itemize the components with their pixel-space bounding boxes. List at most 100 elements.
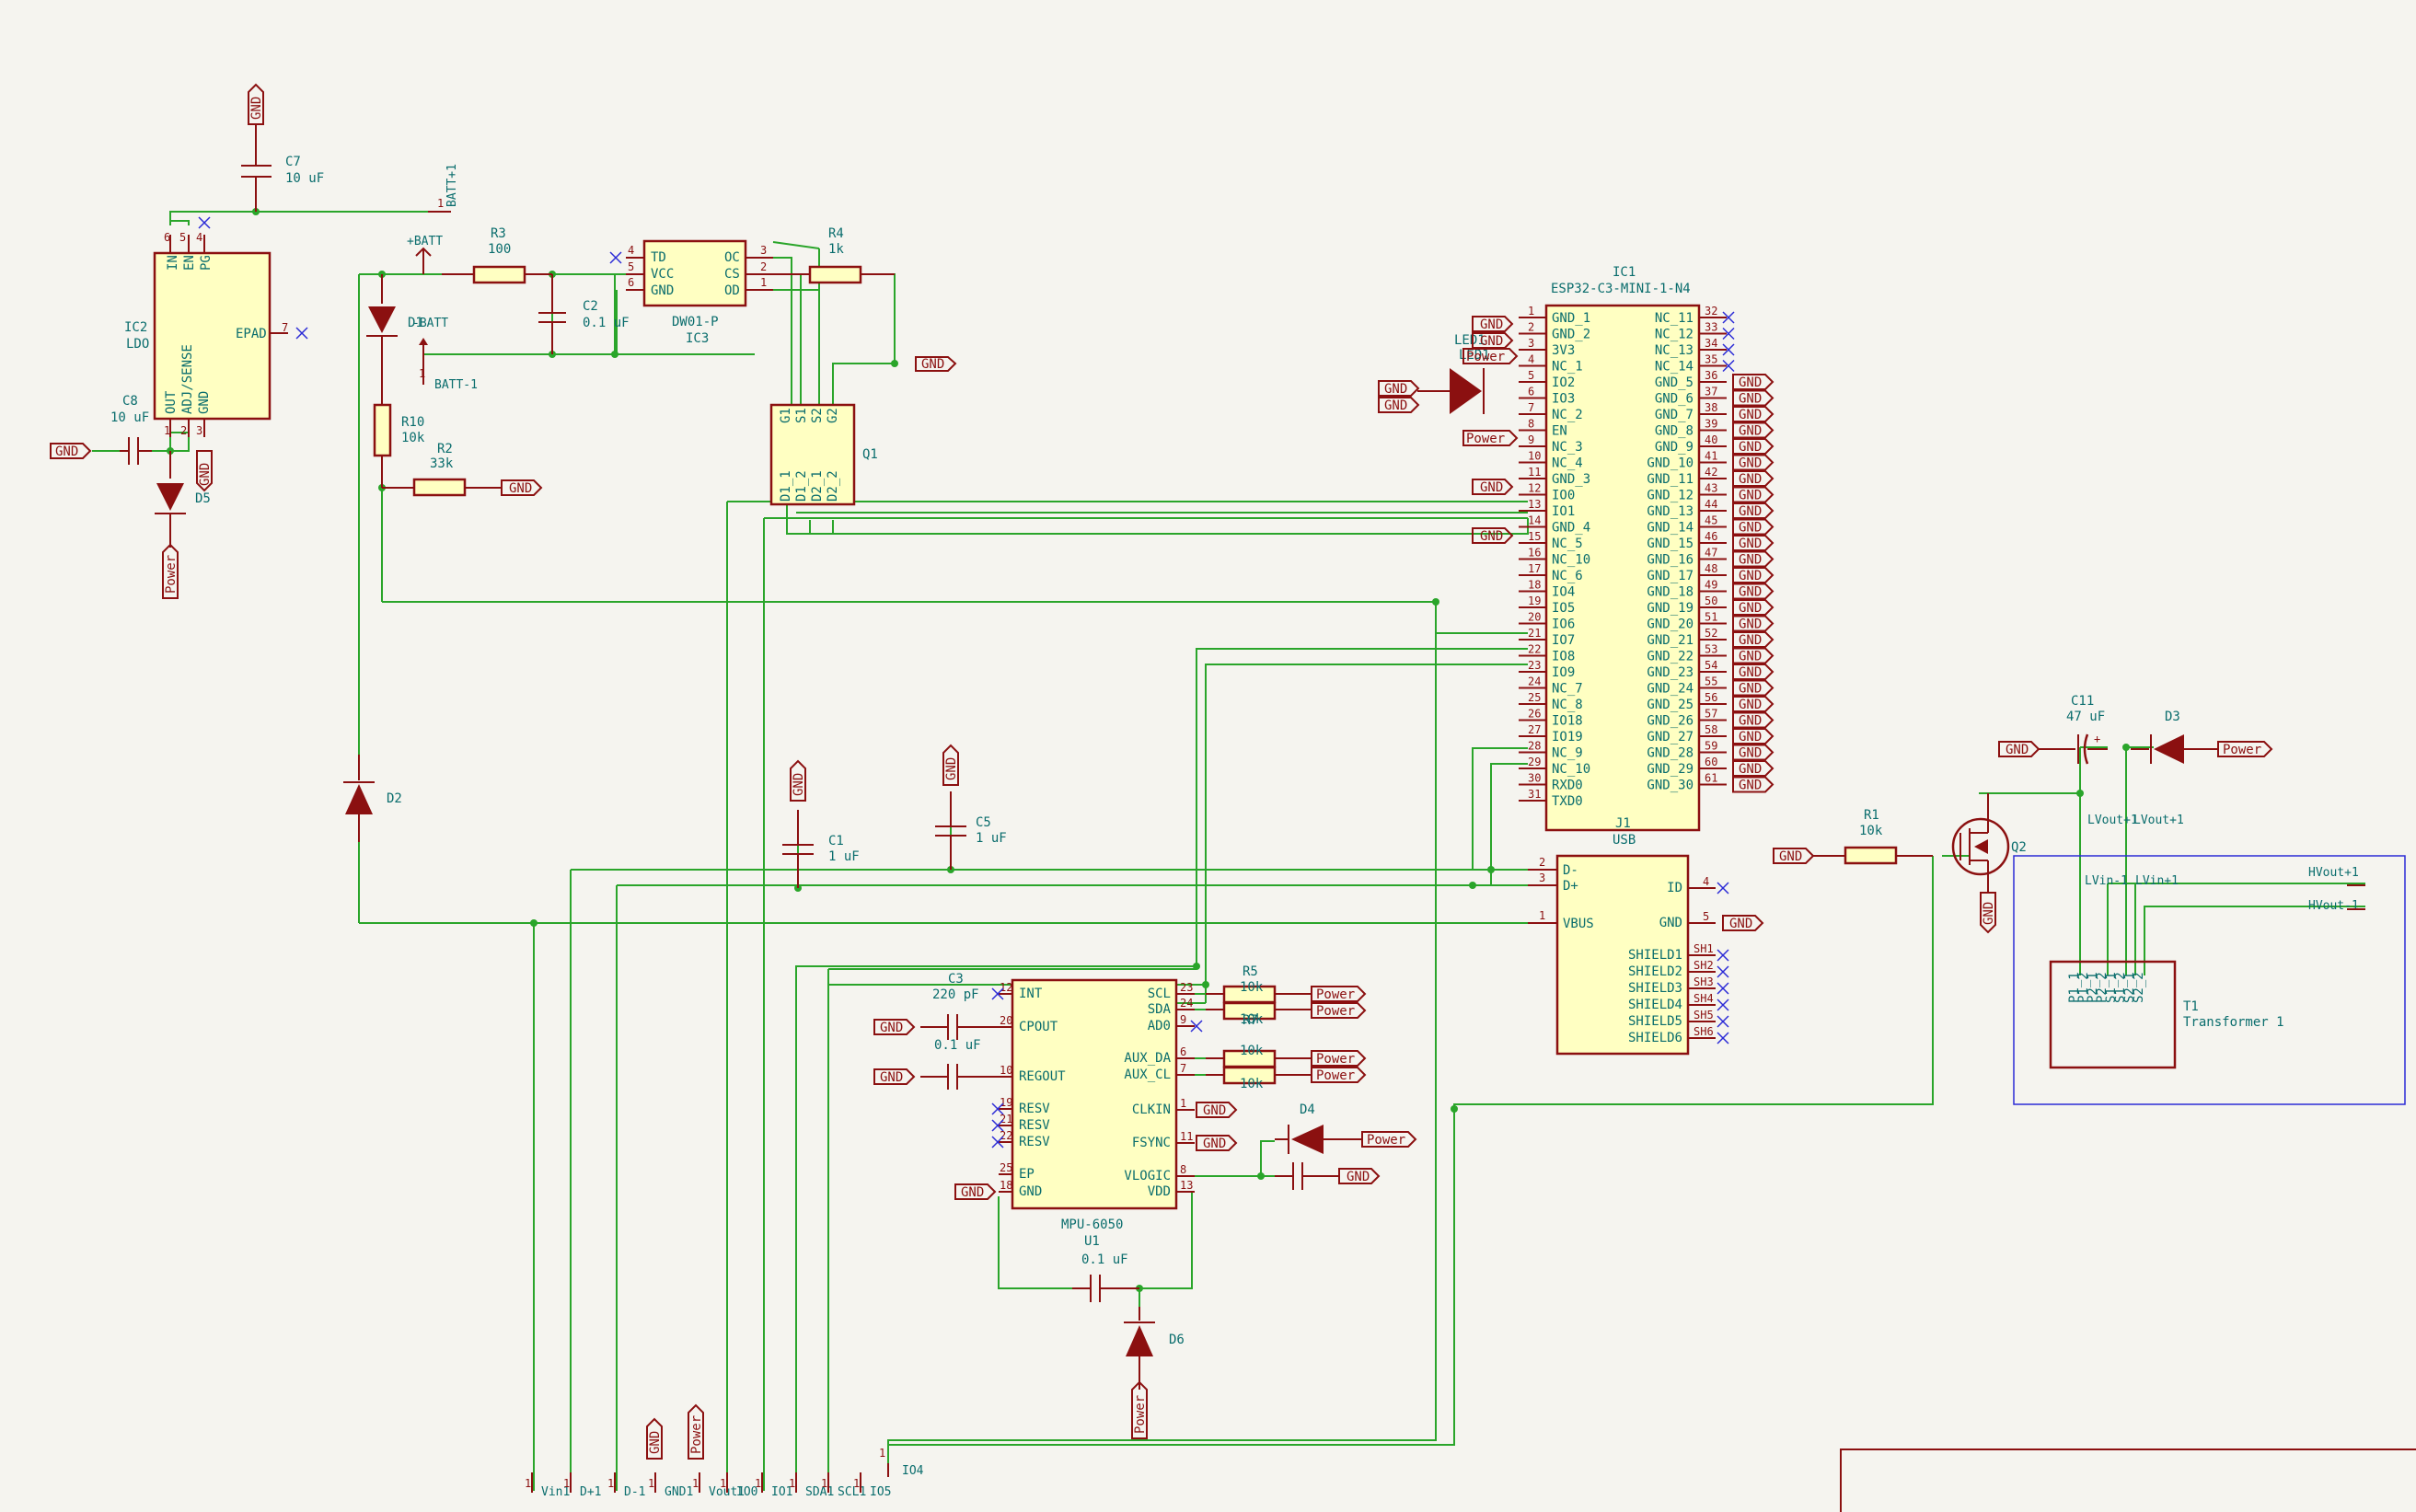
ic1-pin-number: 24 (1528, 675, 1541, 688)
resistor-r8[interactable]: 10k (1206, 1066, 1312, 1091)
mosfet-q1[interactable]: G1 S1 S2 G2 D1_1 D1_2 D2_1 D2_2 Q1 (769, 403, 878, 506)
ic3-dw01[interactable]: TD VCC GND OC CS OD 4 5 6 3 2 1 DW01-P I… (609, 239, 773, 346)
ic2-pn-5: 5 (179, 231, 186, 244)
capacitor-vlogic[interactable] (1275, 1162, 1339, 1190)
ic1-pin-label: RXD0 (1552, 779, 1583, 793)
no-connect-marker (1717, 882, 1729, 895)
ic1-pin-label: GND_11 (1647, 472, 1694, 487)
connector-label[interactable]: IO1 (771, 1485, 792, 1499)
svg-text:GND: GND (1203, 1137, 1226, 1151)
u1-pin-label: GND (1019, 1184, 1042, 1199)
led-1[interactable]: LED1 LED1 (1417, 333, 1490, 414)
ic1-pin-number: 55 (1705, 675, 1717, 688)
ic1-pin-label: GND_30 (1647, 779, 1694, 793)
ic1-pin-number: 47 (1705, 547, 1717, 560)
connector-label[interactable]: IO0 (736, 1485, 757, 1499)
gnd-tag-c8: GND (50, 443, 92, 459)
ic2-pin-epad: EPAD (236, 327, 267, 341)
ic1-pin-number: 14 (1528, 514, 1541, 527)
svg-text:GND: GND (1739, 440, 1762, 455)
ic1-pin-number: 45 (1705, 514, 1717, 527)
j1-pin-label: SHIELD5 (1628, 1014, 1682, 1029)
diode-d1[interactable]: D1 (366, 274, 423, 368)
q1-ref: Q1 (862, 447, 878, 462)
diode-d2[interactable]: D2 (343, 755, 402, 842)
ic1-pin-label: GND_13 (1647, 504, 1694, 519)
ic3-pin-oc: OC (724, 250, 740, 265)
capacitor-c3[interactable]: C3 220 pF 0.1 uF (920, 972, 999, 1053)
transformer-block[interactable]: P1_1P1_2P2_1P2_2S1_1S1_2S2_1S2_2 T1 Tran… (2013, 814, 2406, 1105)
u1-pin-label: CPOUT (1019, 1020, 1058, 1034)
capacitor-c6[interactable]: 0.1 uF (1072, 1252, 1139, 1302)
connector-label[interactable]: D-1 (624, 1485, 645, 1499)
power-tag-d4: Power (1361, 1131, 1417, 1148)
svg-text:Power: Power (1316, 1068, 1355, 1083)
ic1-pin-number: 44 (1705, 498, 1717, 511)
resistor-r2[interactable]: R2 33k (382, 442, 502, 497)
gnd-tag: GND (1732, 470, 1774, 487)
resistor-r6[interactable]: 10k (1206, 1001, 1312, 1027)
ic1-pin-number: 53 (1705, 643, 1717, 656)
resistor-r3[interactable]: R3 100 (442, 226, 552, 284)
connector-label[interactable]: SDA1 (805, 1485, 834, 1499)
ic1-pin-number: 25 (1528, 691, 1541, 704)
ic2-ldo[interactable]: IC2 LDO IN EN PG OUT ADJ/SENSE GND EPAD … (124, 216, 308, 437)
capacitor-regout[interactable] (920, 1064, 999, 1090)
gnd-tag-q2: GND (1980, 892, 1996, 934)
j1-pin-number: SH1 (1694, 942, 1714, 955)
q1-pin-d12: D1_2 (794, 470, 809, 502)
capacitor-c7[interactable]: C7 10 uF (241, 124, 324, 212)
connector-label[interactable]: GND1 (665, 1485, 693, 1499)
u1-pin-label: RESV (1019, 1135, 1050, 1149)
capacitor-c5[interactable]: C5 1 uF (935, 791, 1007, 870)
gnd-tag: GND (1732, 664, 1774, 680)
c2-ref: C2 (583, 299, 598, 314)
u1-mpu6050[interactable]: INT12CPOUT20REGOUT10RESV19RESV21RESV22EP… (991, 978, 1203, 1249)
net-lvin-minus: LVin-1 (2085, 874, 2128, 888)
ic1-pin-label: GND_12 (1647, 489, 1694, 503)
c8-value: 10 uF (110, 410, 149, 425)
ic1-pin-label: GND_25 (1647, 698, 1694, 712)
diode-d3[interactable]: D3 (2131, 710, 2218, 764)
mosfet-q2[interactable]: Q2 (1951, 793, 2027, 893)
r5-value: 10k (1240, 980, 1264, 995)
capacitor-c8[interactable]: C8 10 uF (110, 394, 152, 465)
capacitor-c1[interactable]: C1 1 uF (782, 810, 860, 888)
resistor-r1[interactable]: R1 10k (1813, 808, 1933, 865)
ic1-pin-number: 6 (1528, 386, 1534, 398)
diode-d5[interactable]: D5 (155, 451, 211, 548)
diode-d4[interactable]: D4 (1275, 1102, 1362, 1154)
u1-pin-number: 1 (1180, 1097, 1186, 1110)
ic1-esp32[interactable]: IC1 ESP32-C3-MINI-1-N4 GND_11GND_223V33N… (1519, 265, 1774, 832)
c5-ref: C5 (976, 815, 991, 830)
svg-text:GND: GND (1739, 521, 1762, 536)
connector-label[interactable]: SCL1 (838, 1485, 866, 1499)
connector-label[interactable]: IO5 (870, 1485, 891, 1499)
u1-pin-number: 21 (1000, 1113, 1012, 1125)
capacitor-c2[interactable]: C2 0.1 uF (538, 274, 630, 354)
gnd-tag: GND (1732, 728, 1774, 744)
no-connect-marker (991, 1102, 1004, 1115)
connector-label[interactable]: D+1 (580, 1485, 601, 1499)
resistor-r10[interactable]: R10 10k (373, 368, 425, 488)
ic1-pin-label: GND_7 (1655, 408, 1694, 422)
ic1-pin-label: IO2 (1552, 375, 1575, 390)
c3-value: 220 pF (932, 987, 979, 1002)
ic1-pin-label: NC_5 (1552, 537, 1583, 551)
ic1-pin-number: 60 (1705, 756, 1717, 768)
diode-d6[interactable]: D6 (1124, 1307, 1185, 1390)
ic1-pin-number: 40 (1705, 433, 1717, 446)
svg-text:GND: GND (1203, 1103, 1226, 1118)
resistor-r5[interactable]: R5 10k (1206, 964, 1312, 1004)
ic1-pin-label: NC_11 (1655, 311, 1694, 326)
power-tag-d3: Power (2217, 741, 2273, 757)
svg-text:GND: GND (1982, 902, 1996, 925)
connector-label[interactable]: Vin1 (541, 1485, 570, 1499)
r1-value: 10k (1859, 824, 1883, 838)
capacitor-c11[interactable]: + C11 47 uF (2039, 694, 2108, 765)
resistor-r4[interactable]: R4 1k (773, 226, 895, 284)
